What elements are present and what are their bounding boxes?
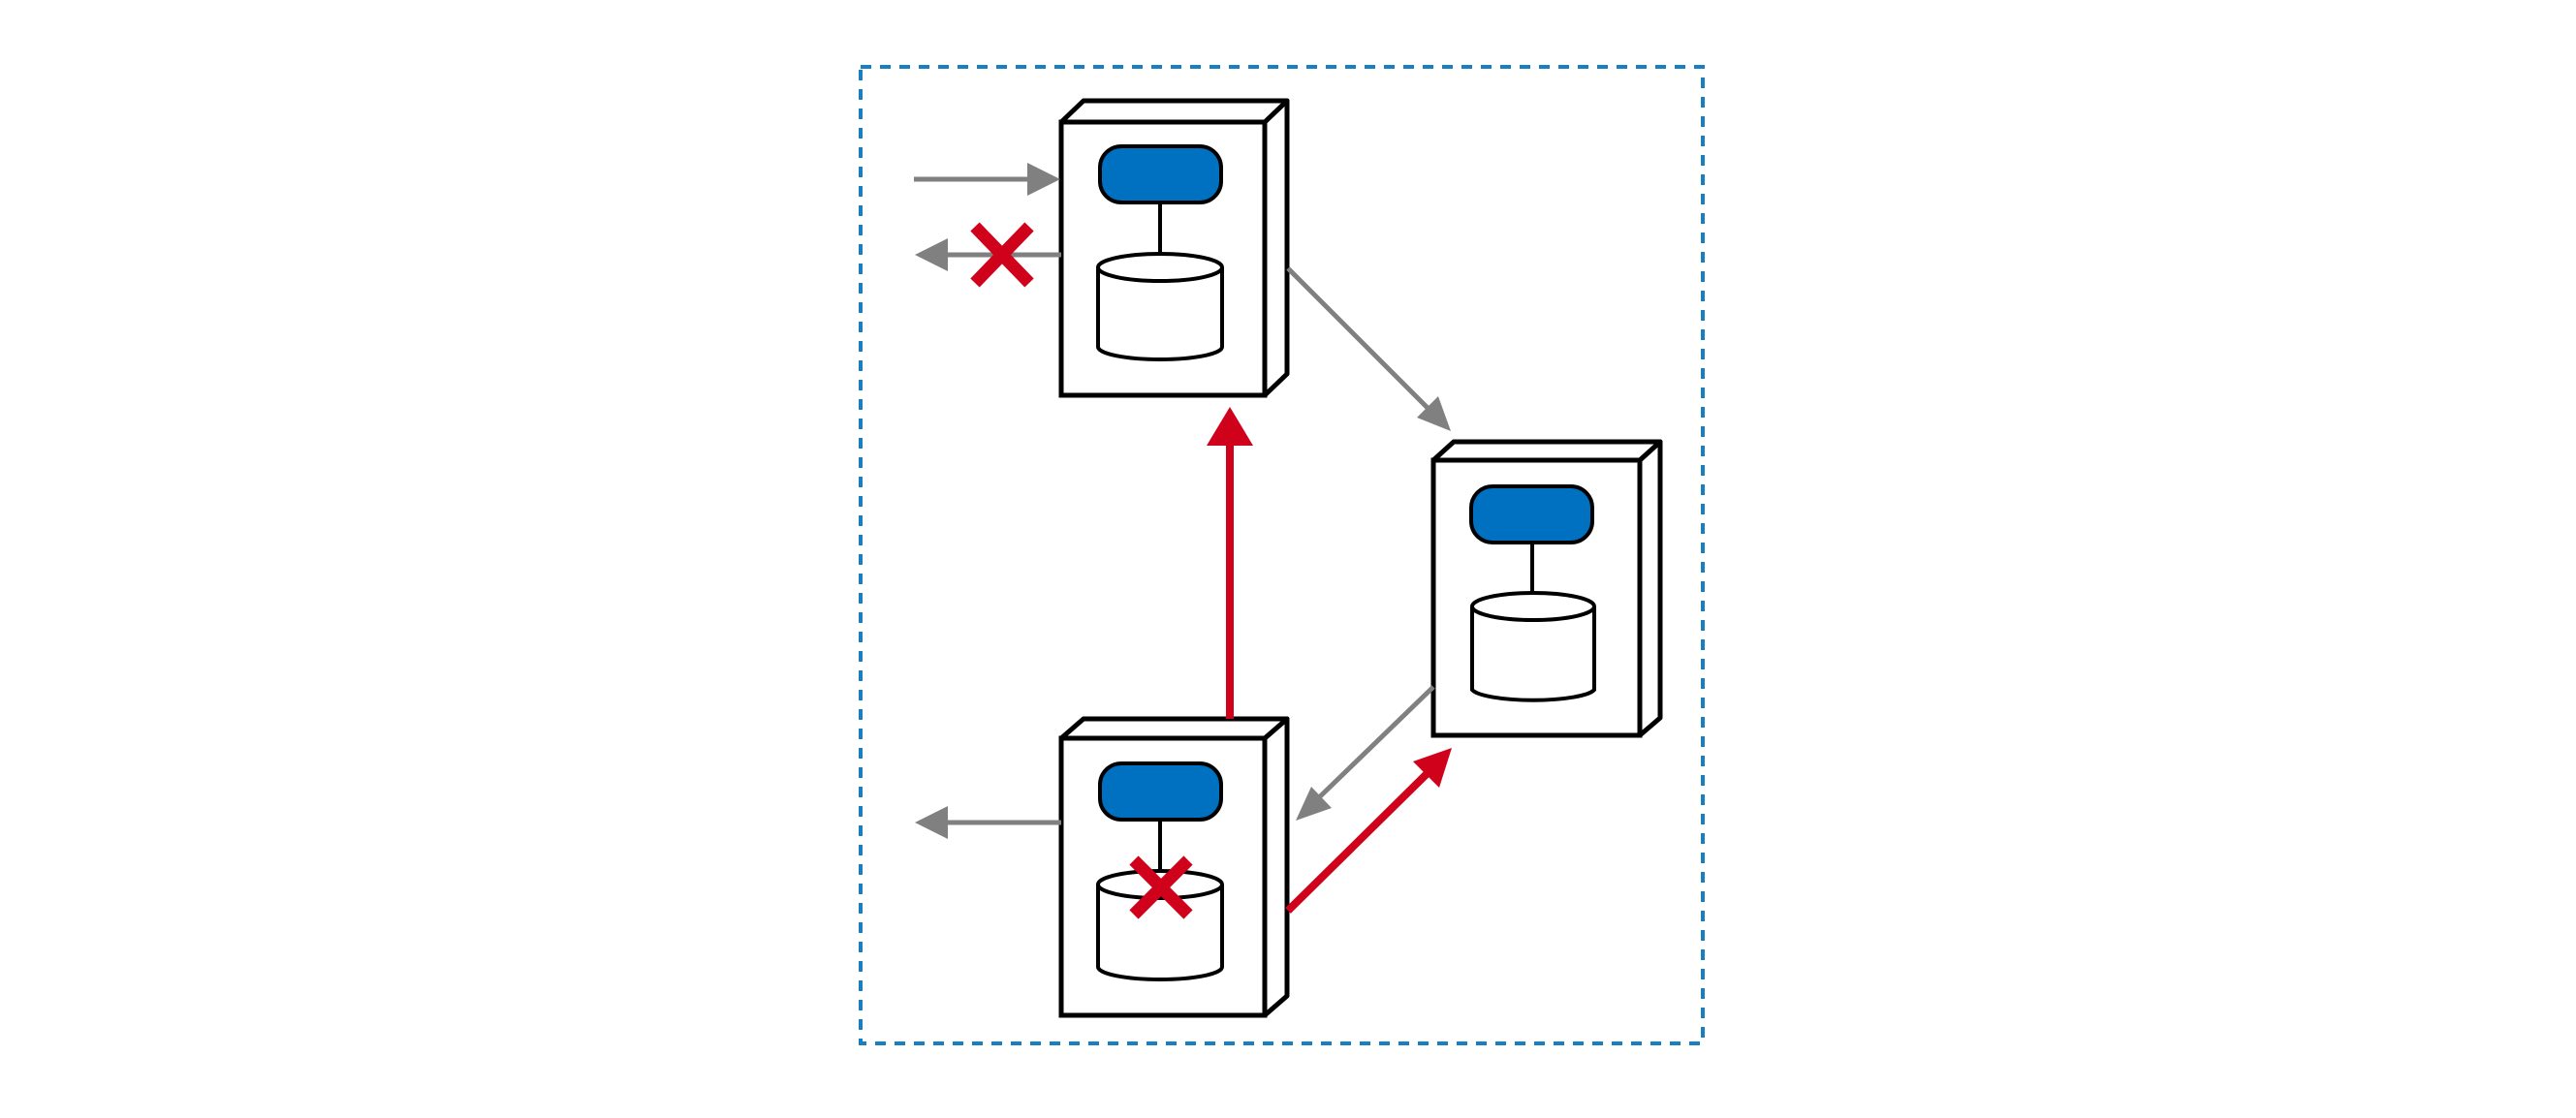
server-box-side <box>1637 439 1663 738</box>
failover-arrow-bottom-to-right <box>1285 748 1452 914</box>
server-box-side <box>1262 716 1290 1018</box>
process-pill <box>1098 144 1223 204</box>
server-box-top <box>1058 716 1290 741</box>
cluster-boundary <box>859 65 1705 1045</box>
database-failure-x-icon <box>1129 855 1193 919</box>
process-pill <box>1469 484 1594 544</box>
client-response-failure-x-icon <box>970 222 1034 288</box>
server-box-top <box>1430 439 1663 463</box>
server-node-bottom <box>1058 716 1290 1018</box>
failover-arrow-bottom-to-top <box>1207 407 1253 719</box>
server-box-side <box>1262 98 1290 398</box>
replication-arrow-top-to-right <box>1286 266 1451 431</box>
server-box-top <box>1058 98 1290 125</box>
database-icon <box>1470 591 1596 702</box>
replication-arrow-right-to-bottom <box>1296 685 1435 821</box>
server-node-right <box>1430 439 1663 738</box>
database-icon <box>1096 869 1224 981</box>
client-response-arrow-out-bottom <box>915 806 1061 839</box>
process-pill <box>1098 761 1223 822</box>
client-request-arrow-in-top <box>914 163 1060 196</box>
server-node-top <box>1058 98 1290 398</box>
database-icon <box>1096 252 1224 361</box>
